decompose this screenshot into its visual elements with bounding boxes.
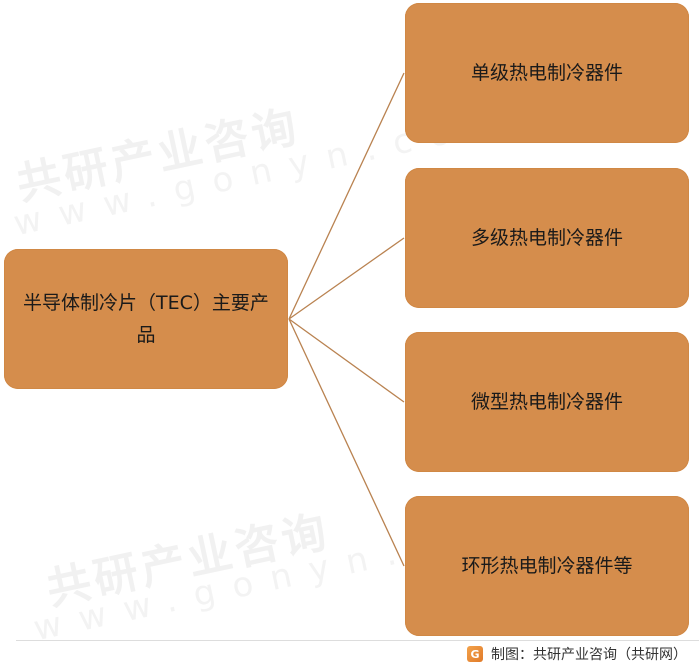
child-node-label: 微型热电制冷器件 [470,391,623,413]
child-node-label: 多级热电制冷器件 [470,227,623,249]
footer: G 制图：共研产业咨询（共研网） [467,643,687,665]
child-node: 环形热电制冷器件等 [405,496,689,636]
connector-line [288,237,405,320]
child-node-label: 环形热电制冷器件等 [461,555,633,577]
child-node: 多级热电制冷器件 [405,168,689,308]
connector-line [288,318,405,567]
connector-line [288,72,405,320]
root-node-label: 半导体制冷片（TEC）主要产品 [23,292,269,346]
logo-icon: G [467,646,483,662]
connector-line [288,318,405,403]
source-caption: 制图：共研产业咨询（共研网） [491,647,687,663]
child-node: 单级热电制冷器件 [405,3,689,143]
child-node: 微型热电制冷器件 [405,332,689,472]
root-node: 半导体制冷片（TEC）主要产品 [4,249,288,389]
child-node-label: 单级热电制冷器件 [470,62,623,84]
footer-divider [16,640,699,641]
